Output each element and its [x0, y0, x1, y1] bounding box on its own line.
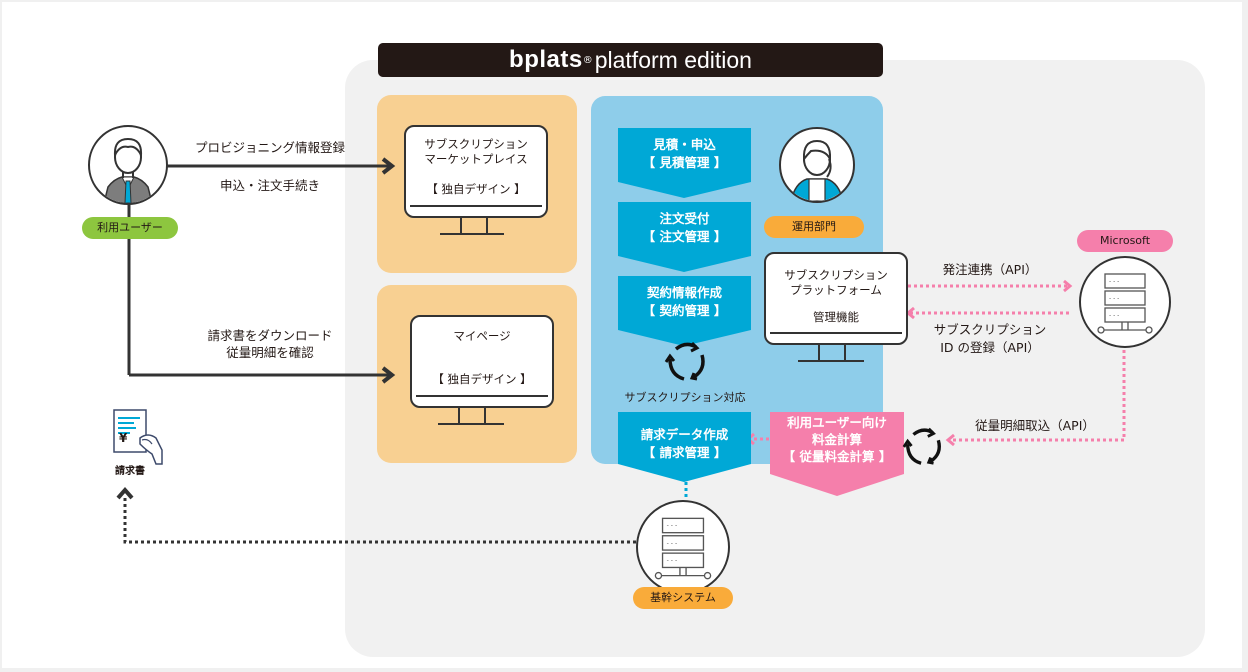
core-to-invoice-dotted	[123, 496, 636, 544]
cycle-icon	[662, 337, 710, 385]
step-estimate-sub: 【 見積管理 】	[642, 155, 727, 170]
step-billing: 請求データ作成【 請求管理 】	[618, 412, 751, 484]
order-procedure-label: 申込・注文手続き	[219, 178, 320, 193]
id-api-head	[905, 306, 915, 320]
server-icon: - - - - - - - - -	[1097, 273, 1153, 334]
usage-cycle-icon	[900, 423, 946, 469]
core-system-label: 基幹システム	[633, 587, 733, 609]
step-billing-title: 請求データ作成	[640, 427, 729, 442]
microsoft-server: - - - - - - - - -	[1079, 256, 1171, 348]
usage-calc-module: 【 従量料金計算 】	[782, 449, 892, 464]
step-contract-title: 契約情報作成	[646, 285, 722, 300]
core-system-server: - - - - - - - - -	[636, 500, 730, 594]
svg-text:- - -: - - -	[1109, 278, 1119, 285]
businessman-icon	[103, 137, 153, 203]
usage-calc-block: 利用ユーザー向け 料金計算 【 従量料金計算 】	[770, 412, 904, 496]
mypage-design: 【 独自デザイン 】	[432, 372, 532, 386]
admin-title-2: プラットフォーム	[790, 283, 882, 297]
operations-avatar	[779, 127, 855, 203]
step-order: 注文受付【 注文管理 】	[618, 202, 751, 274]
marketplace-title-2: マーケットプレイス	[424, 152, 528, 166]
marketplace-monitor: サブスクリプション マーケットプレイス 【 独自デザイン 】	[404, 125, 548, 235]
microsoft-label: Microsoft	[1077, 230, 1173, 252]
edition-name: platform edition	[594, 46, 752, 73]
provision-label: プロビジョニング情報登録	[194, 140, 345, 155]
id-api-label-1: サブスクリプション	[933, 322, 1047, 337]
step-order-title: 注文受付	[659, 211, 710, 226]
admin-function: 管理機能	[813, 310, 859, 324]
brand-name: bplats	[509, 46, 583, 73]
svg-text:- - -: - - -	[667, 540, 678, 547]
admin-title-1: サブスクリプション	[784, 268, 888, 282]
usage-api-head	[945, 433, 955, 447]
svg-text:- - -: - - -	[667, 523, 678, 530]
operator-woman-icon	[790, 139, 844, 201]
step-billing-sub: 【 請求管理 】	[642, 445, 727, 460]
admin-monitor: サブスクリプション プラットフォーム 管理機能	[764, 252, 908, 364]
provision-arrow-head	[381, 157, 396, 175]
usage-api-label: 従量明細取込（API）	[975, 418, 1095, 433]
id-api-label-2: ID の登録（API）	[940, 340, 1040, 355]
confirm-usage-label: 従量明細を確認	[226, 345, 314, 360]
user-avatar	[88, 125, 168, 205]
user-label: 利用ユーザー	[82, 217, 178, 239]
step-estimate: 見積・申込【 見積管理 】	[618, 128, 751, 200]
operations-label: 運用部門	[764, 216, 864, 238]
step-contract-sub: 【 契約管理 】	[642, 303, 727, 318]
usage-api-line	[950, 350, 1126, 442]
mypage-monitor: マイページ 【 独自デザイン 】	[410, 315, 554, 425]
platform-title: bplats ® platform edition	[378, 43, 883, 77]
download-arrow-head	[381, 366, 396, 384]
step-order-sub: 【 注文管理 】	[642, 229, 727, 244]
mypage-title: マイページ	[453, 329, 511, 343]
download-invoice-label: 請求書をダウンロード	[207, 328, 333, 343]
cycle-label: サブスクリプション対応	[624, 391, 746, 404]
order-api-label: 発注連携（API）	[942, 262, 1038, 277]
usage-calc-sub: 料金計算	[811, 432, 862, 447]
svg-text:- - -: - - -	[1109, 312, 1119, 319]
usage-calc-title: 利用ユーザー向け	[787, 415, 887, 430]
marketplace-design: 【 独自デザイン 】	[426, 182, 526, 196]
yen-symbol: ¥	[119, 431, 128, 445]
server-icon: - - - - - - - - -	[654, 517, 712, 580]
invoice-label: 請求書	[115, 466, 145, 477]
svg-text:- - -: - - -	[1109, 295, 1119, 302]
step-estimate-title: 見積・申込	[653, 137, 716, 152]
marketplace-title-1: サブスクリプション	[424, 137, 528, 151]
registered-mark: ®	[582, 54, 593, 66]
invoice-icon: ¥	[112, 408, 168, 466]
invoice-arrow-head	[116, 486, 134, 500]
svg-text:- - -: - - -	[667, 557, 678, 564]
order-api-head	[1063, 279, 1073, 293]
step-contract: 契約情報作成【 契約管理 】	[618, 276, 751, 348]
